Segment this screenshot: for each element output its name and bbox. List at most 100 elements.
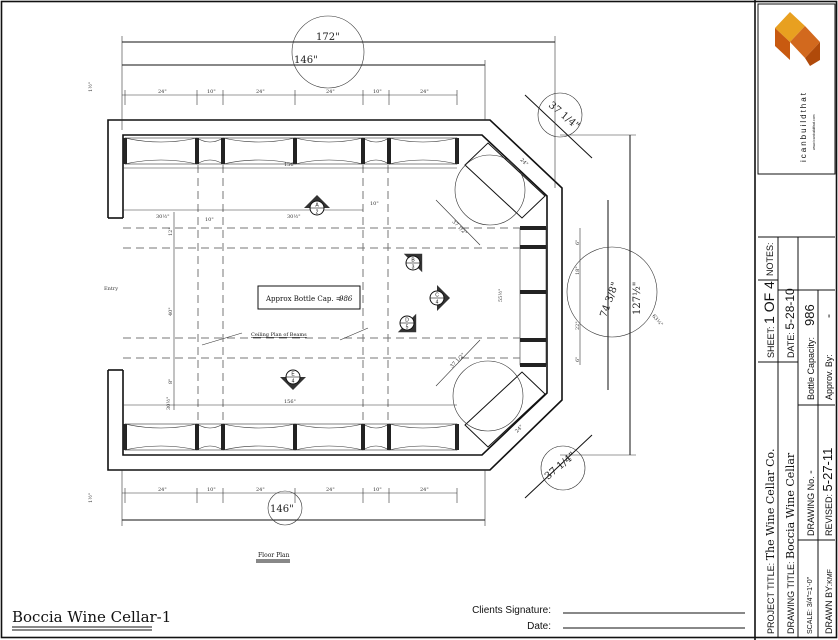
drawing-name: Boccia Wine Cellar-1: [12, 608, 171, 626]
drawn-by-label: DRAWN BY:: [824, 584, 834, 634]
rack-shelf: [294, 423, 364, 429]
diagonal-top-dim: 37 1/4": [546, 100, 581, 132]
rack-shelf: [196, 159, 224, 165]
rack-post: [293, 138, 297, 164]
svg-text:PROJECT TITLE: The Wine Cellar: PROJECT TITLE: The Wine Cellar Co.: [764, 449, 777, 634]
rack-shelf: [222, 137, 296, 143]
inner-width-top-dim: 146": [294, 55, 318, 66]
section-marker-b[interactable]: B3: [403, 245, 432, 273]
notes-label: NOTES:: [765, 242, 775, 276]
rack-shelf: [362, 137, 390, 143]
project-title-label: PROJECT TITLE:: [766, 563, 776, 634]
rack-segment-dim: 10": [373, 487, 382, 493]
beam-spacing-dim: 30½": [287, 213, 301, 220]
section-marker-e[interactable]: E4: [280, 369, 306, 390]
marker-sheet: 2: [316, 210, 319, 216]
logo: icanbuildthat www.icanbuildthat.com: [775, 12, 820, 162]
title-block: icanbuildthat www.icanbuildthat.com PROJ…: [757, 3, 836, 637]
rack-shelf: [362, 159, 390, 165]
marker-letter: D: [405, 318, 409, 324]
rack-shelf: [196, 137, 224, 143]
logo-url: www.icanbuildthat.com: [812, 114, 816, 150]
sheet-value: 1 OF 4: [761, 281, 777, 324]
corner-rack-top: [464, 142, 546, 219]
rack-segment-dim: 24": [420, 487, 429, 493]
rack-shelf: [388, 423, 458, 429]
left-vertical-dim: 8": [168, 379, 174, 384]
rack-post: [195, 138, 199, 164]
marker-sheet: 4: [292, 379, 295, 385]
dimension-lines: [121, 15, 658, 526]
rack-post: [361, 424, 365, 450]
rack-post: [293, 424, 297, 450]
rack-length-top-dim: 156": [284, 162, 296, 168]
bottle-cap-value: 986: [339, 295, 353, 303]
ceiling-leader-line: [339, 327, 369, 341]
rack-post: [520, 226, 546, 230]
rack-segment-dim: 24": [158, 487, 167, 493]
rack-shelf: [222, 423, 296, 429]
marker-letter: E: [291, 372, 295, 378]
rack-row: [124, 423, 458, 451]
right-far-dim: 63¼": [650, 313, 664, 328]
right-overall-height-dim: 127½": [632, 282, 643, 315]
drawing-title: Boccia Wine Cellar: [784, 452, 797, 559]
bottle-cap-box: [257, 285, 361, 310]
rack-segment-dim: 24": [326, 89, 335, 95]
date-value: 5-28-10: [783, 288, 797, 330]
section-marker-c[interactable]: C4: [429, 285, 450, 311]
rack-segment-dims-bottom: 24"10"24"24"10"24": [124, 487, 458, 503]
rack-segment-dim: 10": [207, 487, 216, 493]
sheet-label: SHEET:: [766, 326, 776, 358]
corner-rack-dim: 37 1/2": [449, 352, 466, 369]
rack-shelf: [362, 445, 390, 451]
ceiling-plan-label: Ceiling Plan of Beams: [251, 332, 307, 338]
floor-plan-label: Floor Plan: [258, 552, 290, 559]
left-vertical-dim: 30½": [165, 396, 172, 410]
drawing-no-value: -: [805, 470, 817, 474]
corner-rack-dim: 24": [519, 157, 529, 167]
rack-post: [387, 138, 391, 164]
bottle-capacity-value: 986: [802, 304, 817, 326]
rack-shelf: [222, 445, 296, 451]
marker-sheet: 3: [412, 265, 415, 271]
right-segment-dim: 6": [575, 240, 581, 245]
svg-text:REVISED: 5-27-11: REVISED: 5-27-11: [820, 448, 835, 536]
wine-racks: [123, 137, 547, 451]
corner-rack-bottom: [464, 371, 546, 448]
rack-shelf: [124, 445, 198, 451]
rack-shelf: [124, 137, 198, 143]
rack-shelf: [362, 423, 390, 429]
rack-segment-dim: 24": [158, 89, 167, 95]
section-marker-d[interactable]: D5: [397, 313, 426, 342]
beam-gap-dim: 10": [370, 201, 379, 207]
rack-shelf: [388, 159, 458, 165]
date-label: Date:: [527, 621, 551, 632]
rack-segment-dim: 24": [256, 487, 265, 493]
rack-post: [221, 138, 225, 164]
bottle-capacity-label: Bottle Capacity:: [806, 337, 816, 400]
beam-spacing-dim: 10": [205, 217, 214, 223]
rack-post: [520, 363, 546, 367]
section-marker-a[interactable]: A2: [304, 195, 330, 216]
right-rack-height-dim: 55½": [497, 288, 504, 302]
rack-segment-dim: 10": [373, 89, 382, 95]
left-vertical-dim: 12": [168, 227, 174, 236]
rack-segment-dim: 10": [207, 89, 216, 95]
rack-post: [387, 424, 391, 450]
entry-label: Entry: [104, 286, 118, 292]
date-field-label: DATE:: [786, 332, 796, 358]
rack-segment-dims-top: 24"10"24"24"10"24": [124, 89, 458, 105]
revised-value: 5-27-11: [820, 448, 835, 492]
right-segment-dim: 6": [575, 357, 581, 362]
drawing-no-label: DRAWING No.: [806, 476, 816, 536]
corner-rack-dim: 24": [514, 424, 524, 434]
marker-sheet: 5: [406, 325, 409, 331]
scale-label: SCALE: 3/4"=1'-0": [807, 576, 814, 634]
rack-row: [124, 137, 458, 165]
rack-post: [361, 138, 365, 164]
svg-text:DRAWING No. -: DRAWING No. -: [805, 470, 817, 536]
clients-signature-label: Clients Signature:: [472, 605, 551, 616]
